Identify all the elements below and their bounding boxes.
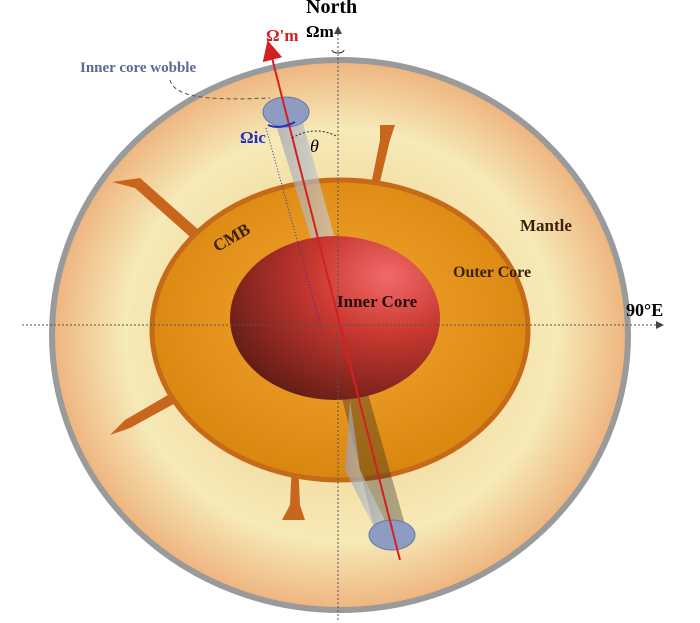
omega-ic-label: Ωic bbox=[240, 128, 266, 147]
outer-core-label: Outer Core bbox=[453, 264, 532, 281]
inner-core-wobble-label: Inner core wobble bbox=[80, 60, 197, 76]
north-label: North bbox=[306, 0, 358, 18]
theta-arc bbox=[291, 130, 337, 139]
omega-ic-line bbox=[265, 127, 323, 331]
theta-label: θ bbox=[310, 136, 319, 156]
mantle-label: Mantle bbox=[520, 216, 572, 235]
inner-core bbox=[230, 236, 440, 400]
omega-m-prime-label: Ω'm bbox=[266, 26, 299, 45]
east-label: 90°E bbox=[626, 300, 664, 320]
rotation-icon bbox=[331, 49, 345, 54]
omega-m-label: Ωm bbox=[306, 22, 334, 41]
wobble-disk-bottom bbox=[368, 519, 416, 551]
omega-ic-arrow bbox=[267, 121, 296, 128]
cylinder-lower bbox=[345, 400, 392, 535]
inner-core-label: Inner Core bbox=[337, 292, 418, 311]
tilted-axis bbox=[262, 40, 401, 561]
